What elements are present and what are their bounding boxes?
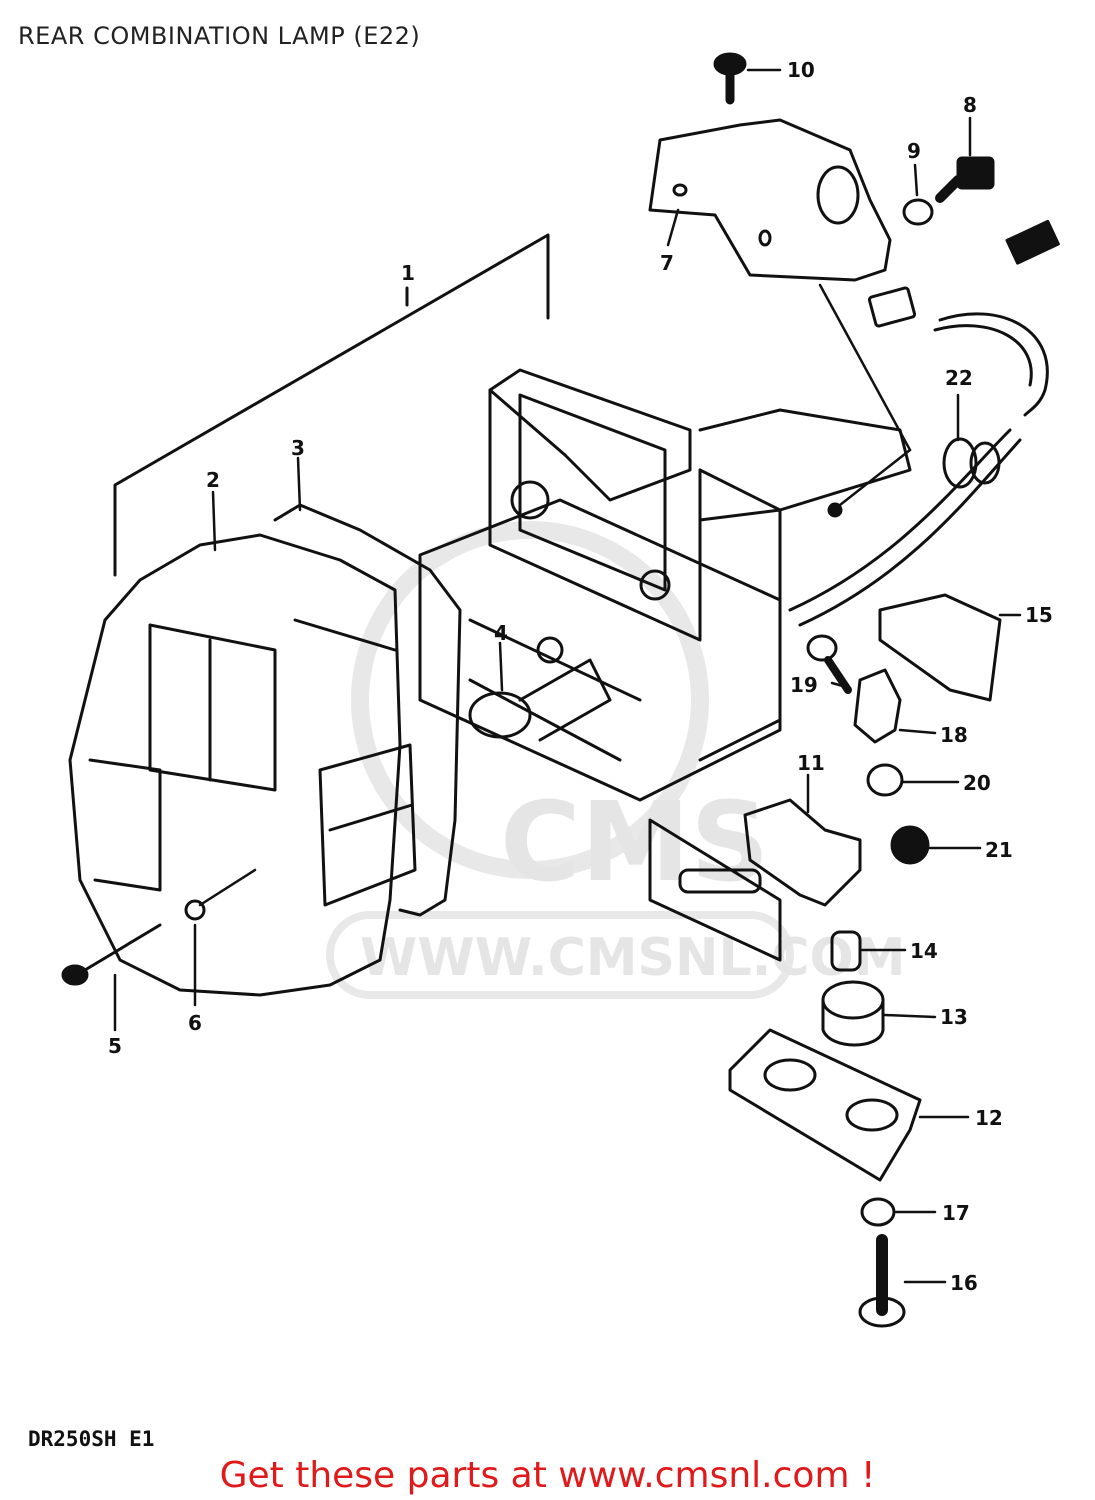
clamp-18 [853,668,902,744]
bolt-8 [935,156,995,203]
washer [184,899,206,921]
promo-link[interactable]: Get these parts at www.cmsnl.com ! [219,1455,876,1496]
watermark-url: WWW.CMSNL.COM [360,928,905,988]
screw-10 [713,52,747,105]
leader-lines [113,68,1022,1284]
part-label-7: 7 [660,251,674,275]
part-label-4: 4 [494,621,508,645]
assembly-bracket-line [113,233,550,577]
part-labels: 1 2 3 4 5 6 7 8 9 10 11 12 13 14 15 16 1… [108,58,1053,1295]
part-label-17: 17 [942,1201,970,1225]
washer-9 [902,198,934,226]
part-label-6: 6 [188,1011,202,1035]
part-label-12: 12 [975,1106,1003,1130]
watermark-logo: CMS [500,778,769,906]
part-label-18: 18 [940,723,968,747]
model-code: DR250SH E1 [28,1427,155,1451]
watermark: CMS WWW.CMSNL.COM [326,521,905,999]
part-label-8: 8 [963,93,977,117]
washer-17 [860,1197,896,1227]
part-label-22: 22 [945,366,973,390]
mounting-bracket [648,118,892,282]
lens-screw [61,923,162,986]
part-label-14: 14 [910,939,938,963]
part-label-19: 19 [790,673,818,697]
part-label-13: 13 [940,1005,968,1029]
lamp-lens [68,533,417,997]
part-label-9: 9 [907,139,921,163]
part-label-2: 2 [206,468,220,492]
collar-14 [830,930,862,972]
lamp-housing [418,368,912,962]
wire-harness [788,219,1060,627]
bolt-19 [806,634,852,694]
part-label-21: 21 [985,838,1013,862]
page-title: REAR COMBINATION LAMP (E22) [18,22,421,50]
part-label-3: 3 [291,436,305,460]
part-label-16: 16 [950,1271,978,1295]
cushion-15 [878,593,1002,702]
part-label-20: 20 [963,771,991,795]
part-label-11: 11 [797,751,825,775]
grommet-22 [942,437,1001,489]
nut-20 [866,763,904,797]
nut-21 [890,825,930,865]
part-label-1: 1 [401,261,415,285]
bulb-socket [468,636,612,742]
lamp-gasket [273,503,462,917]
part-label-5: 5 [108,1034,122,1058]
plate-12 [728,1028,922,1182]
bracket-11 [743,798,862,907]
part-label-10: 10 [787,58,815,82]
part-label-15: 15 [1025,603,1053,627]
grommet-13 [821,980,885,1047]
bolt-16 [858,1234,906,1328]
